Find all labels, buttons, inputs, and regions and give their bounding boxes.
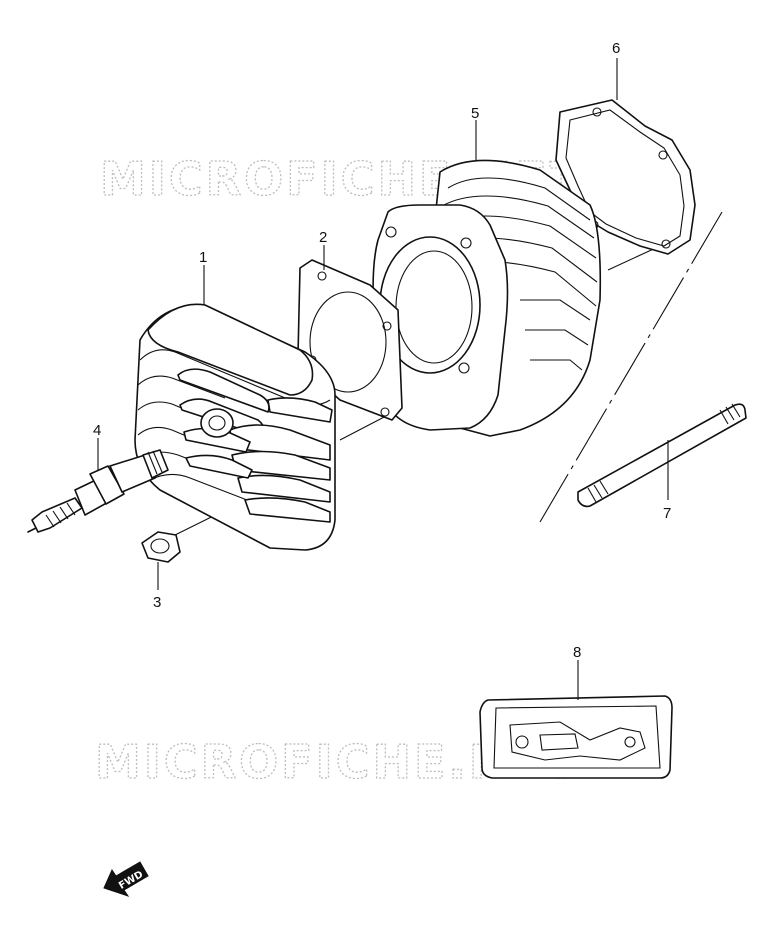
stud: [577, 403, 747, 508]
callout-8: 8: [573, 644, 581, 661]
cylinder-head: [134, 303, 336, 551]
callout-1: 1: [199, 249, 207, 266]
callout-4: 4: [93, 422, 101, 439]
leader-lines: [97, 58, 669, 700]
fwd-arrow-icon: FWD: [103, 861, 149, 897]
callouts: 1 2 3 4 5 6 7 8: [93, 40, 671, 661]
spark-plug: [27, 449, 169, 533]
callout-3: 3: [153, 594, 161, 611]
callout-5: 5: [471, 105, 479, 122]
callout-6: 6: [612, 40, 620, 57]
callout-7: 7: [663, 505, 671, 522]
cylinder: [372, 159, 602, 437]
callout-2: 2: [319, 229, 327, 246]
nut: [141, 531, 181, 563]
gasket-set: [479, 695, 673, 779]
